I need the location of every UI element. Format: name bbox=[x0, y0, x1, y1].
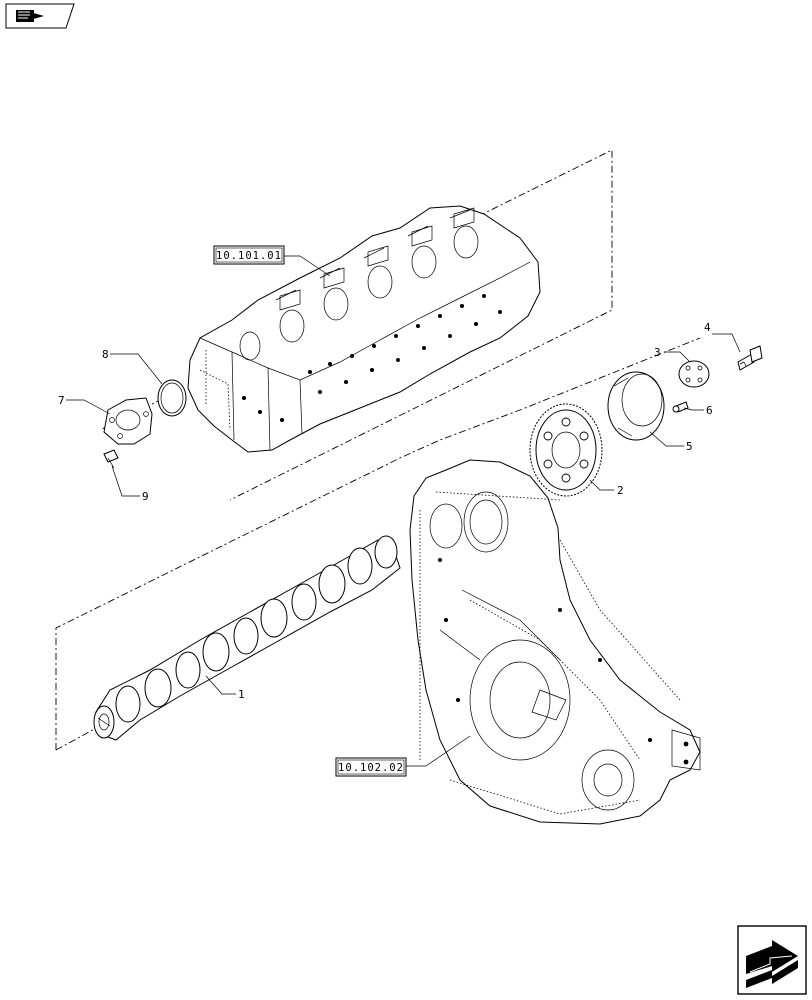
ref-cylinder-head[interactable]: 10.101.01 bbox=[213, 245, 285, 265]
o-ring bbox=[157, 379, 187, 417]
ref-timing-case[interactable]: 10.102.02 bbox=[335, 757, 407, 777]
timing-case bbox=[409, 459, 701, 825]
next-page-arrow-icon bbox=[746, 940, 798, 988]
callout-numbers: 1 2 3 4 5 6 7 8 9 bbox=[58, 321, 713, 701]
screw bbox=[103, 449, 119, 469]
callout-5: 5 bbox=[686, 440, 693, 453]
leader-lines bbox=[66, 255, 741, 767]
cover-plate bbox=[103, 397, 153, 445]
bolt-small bbox=[672, 401, 689, 413]
tone-disc bbox=[607, 371, 665, 441]
callout-9: 9 bbox=[142, 490, 149, 503]
thrust-plate bbox=[678, 360, 710, 388]
ref-timing-case-label: 10.102.02 bbox=[338, 762, 404, 774]
callout-8: 8 bbox=[102, 348, 109, 361]
cylinder-head bbox=[187, 205, 541, 453]
camshaft-gear bbox=[529, 403, 603, 497]
callout-1: 1 bbox=[238, 688, 245, 701]
bolt-large bbox=[737, 345, 763, 371]
callout-7: 7 bbox=[58, 394, 65, 407]
nav-badge[interactable] bbox=[5, 3, 75, 29]
callout-6: 6 bbox=[706, 404, 713, 417]
callout-3: 3 bbox=[654, 346, 661, 359]
next-page-button[interactable] bbox=[737, 925, 807, 995]
callout-4: 4 bbox=[704, 321, 711, 334]
ref-cylinder-head-label: 10.101.01 bbox=[216, 250, 282, 262]
camshaft bbox=[93, 535, 401, 741]
callout-2: 2 bbox=[617, 484, 624, 497]
book-icon bbox=[16, 10, 44, 22]
